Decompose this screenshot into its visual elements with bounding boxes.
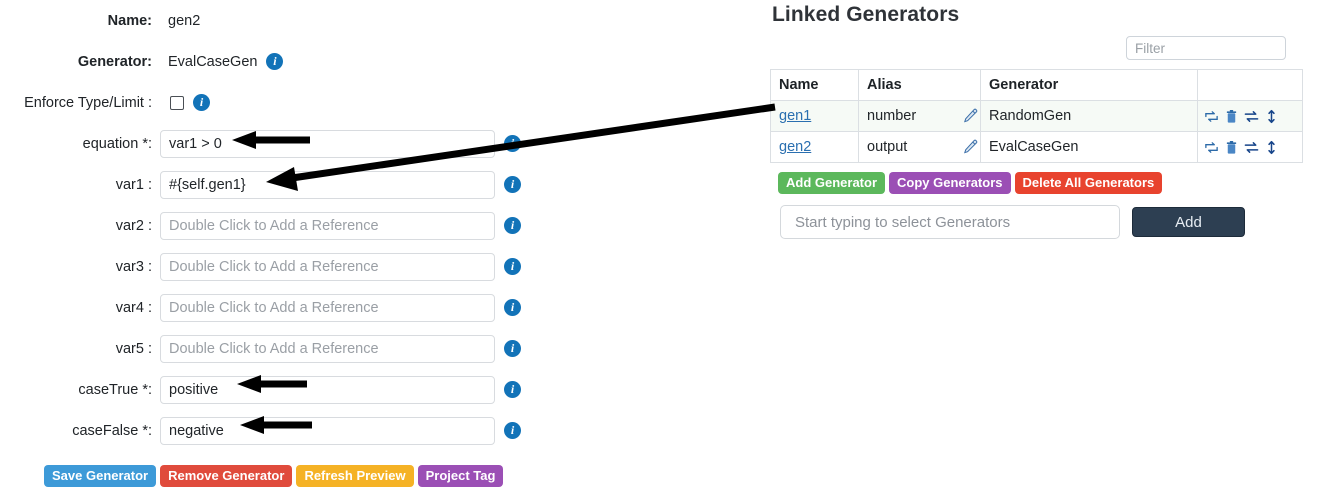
var5-label: var5 : (115, 340, 152, 357)
add-generator-button[interactable]: Add Generator (778, 172, 886, 194)
var2-label: var2 : (115, 217, 152, 234)
var5-input[interactable] (160, 334, 495, 363)
column-header-alias: Alias (858, 69, 981, 101)
var2-input[interactable] (160, 211, 495, 240)
info-icon-var5[interactable]: i (504, 340, 521, 357)
field-row-var2: var2 : i (0, 205, 545, 246)
row-name-cell: gen1 (770, 100, 859, 132)
row-generator-cell: EvalCaseGen (980, 131, 1198, 163)
alias-text: number (867, 108, 917, 124)
info-icon-equation[interactable]: i (504, 135, 521, 152)
remove-generator-button[interactable]: Remove Generator (160, 465, 293, 487)
field-row-casetrue: caseTrue *: i (0, 369, 545, 410)
field-row-var5: var5 : i (0, 328, 545, 369)
form-action-buttons: Save Generator Remove Generator Refresh … (0, 465, 545, 487)
casefalse-input[interactable] (160, 416, 495, 445)
var3-label: var3 : (115, 258, 152, 275)
trash-icon[interactable] (1224, 109, 1239, 124)
name-value: gen2 (168, 12, 201, 29)
casefalse-label: caseFalse *: (72, 422, 152, 439)
table-header-row: Name Alias Generator (770, 69, 1303, 101)
alias-text: output (867, 139, 908, 155)
info-icon-casefalse[interactable]: i (504, 422, 521, 439)
sync-icon[interactable] (1204, 109, 1219, 124)
field-row-generator: Generator: EvalCaseGen i (0, 41, 545, 82)
project-tag-button[interactable]: Project Tag (417, 465, 504, 487)
column-header-name: Name (770, 69, 859, 101)
name-label: Name: (107, 12, 152, 29)
resize-vertical-icon[interactable] (1264, 109, 1279, 124)
column-header-actions (1197, 69, 1303, 101)
filter-input[interactable] (1126, 36, 1286, 60)
save-generator-button[interactable]: Save Generator (44, 465, 157, 487)
exchange-icon[interactable] (1244, 109, 1259, 124)
refresh-preview-button[interactable]: Refresh Preview (296, 465, 414, 487)
field-row-var3: var3 : i (0, 246, 545, 287)
field-row-casefalse: caseFalse *: i (0, 410, 545, 451)
casetrue-input[interactable] (160, 375, 495, 404)
field-row-var4: var4 : i (0, 287, 545, 328)
panel-title: Linked Generators (772, 3, 960, 26)
var1-input[interactable] (160, 170, 495, 199)
filter-container (770, 36, 1310, 60)
row-alias-cell: output (858, 131, 981, 163)
row-generator-cell: RandomGen (980, 100, 1198, 132)
var4-label: var4 : (115, 299, 152, 316)
generator-form: Name: gen2 Generator: EvalCaseGen i Enfo… (0, 0, 545, 487)
field-row-enforce: Enforce Type/Limit : i (0, 82, 545, 123)
generator-select-input[interactable] (780, 205, 1120, 239)
generator-value: EvalCaseGen (168, 53, 258, 70)
generator-label: Generator: (77, 53, 152, 70)
copy-generators-button[interactable]: Copy Generators (889, 172, 1011, 194)
generator-action-buttons: Add Generator Copy Generators Delete All… (770, 172, 1310, 194)
info-icon-var1[interactable]: i (504, 176, 521, 193)
var3-input[interactable] (160, 252, 495, 281)
enforce-label: Enforce Type/Limit : (24, 94, 152, 111)
info-icon-casetrue[interactable]: i (504, 381, 521, 398)
exchange-icon[interactable] (1244, 140, 1259, 155)
casetrue-label: caseTrue *: (78, 381, 152, 398)
var4-input[interactable] (160, 293, 495, 322)
column-header-generator: Generator (980, 69, 1198, 101)
field-row-var1: var1 : i (0, 164, 545, 205)
equation-label: equation *: (82, 135, 152, 152)
generator-name-link[interactable]: gen2 (779, 139, 812, 155)
linked-generators-table: Name Alias Generator gen1 number (770, 69, 1303, 163)
var1-label: var1 : (115, 176, 152, 193)
row-alias-cell: number (858, 100, 981, 132)
field-row-name: Name: gen2 (0, 0, 545, 41)
sync-icon[interactable] (1204, 140, 1219, 155)
linked-generators-panel: Linked Generators Name Alias Generator g… (770, 0, 1310, 239)
row-actions-cell (1197, 100, 1303, 132)
info-icon-var4[interactable]: i (504, 299, 521, 316)
enforce-type-limit-checkbox[interactable] (170, 95, 184, 110)
info-icon-generator[interactable]: i (266, 53, 284, 70)
row-actions-cell (1197, 131, 1303, 163)
info-icon-var2[interactable]: i (504, 217, 521, 234)
trash-icon[interactable] (1224, 140, 1239, 155)
row-name-cell: gen2 (770, 131, 859, 163)
pencil-icon[interactable] (962, 139, 978, 155)
resize-vertical-icon[interactable] (1264, 140, 1279, 155)
info-icon-var3[interactable]: i (504, 258, 521, 275)
delete-all-generators-button[interactable]: Delete All Generators (1014, 172, 1163, 194)
pencil-icon[interactable] (962, 108, 978, 124)
field-row-equation: equation *: i (0, 123, 545, 164)
equation-input[interactable] (160, 129, 495, 158)
add-button[interactable]: Add (1132, 207, 1245, 237)
table-row[interactable]: gen2 output EvalCaseGen (770, 131, 1303, 163)
table-row[interactable]: gen1 number RandomGen (770, 100, 1303, 132)
info-icon-enforce[interactable]: i (193, 94, 210, 111)
generator-name-link[interactable]: gen1 (779, 108, 812, 124)
add-generator-row: Add (770, 205, 1310, 239)
